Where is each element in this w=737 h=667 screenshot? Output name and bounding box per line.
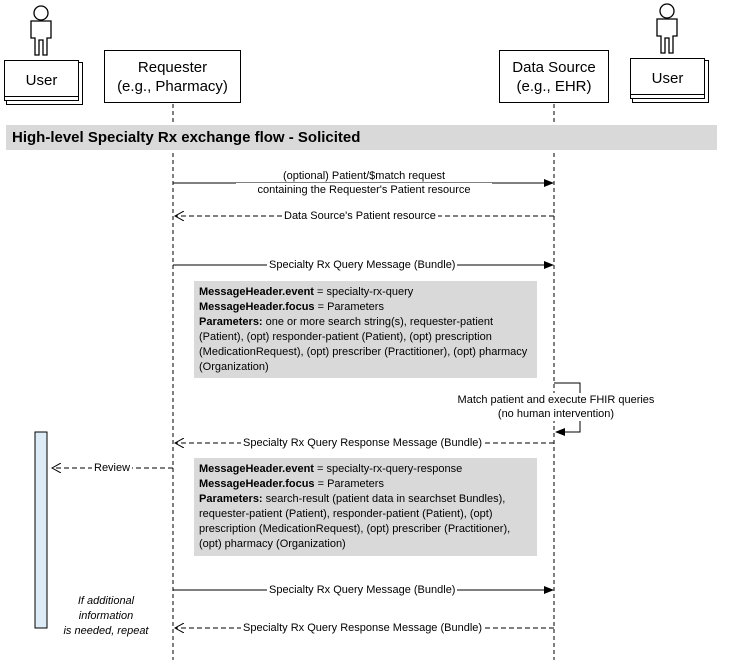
match-request-line1: (optional) Patient/$match request: [282, 170, 446, 182]
repeat-note: If additional information is needed, rep…: [56, 594, 156, 639]
patient-resource-label: Data Source's Patient resource: [282, 209, 438, 223]
datasource-box: Data Source (e.g., EHR): [499, 50, 609, 103]
review-label: Review: [92, 461, 133, 475]
datasource-label: Data Source: [512, 58, 596, 76]
self-call-line1: Match patient and execute FHIR queries: [457, 394, 655, 406]
note2-focus-key: MessageHeader.focus: [199, 478, 315, 490]
note1-params-val: one or more search string(s), requester-…: [199, 316, 528, 373]
note1-event-key: MessageHeader.event: [199, 286, 314, 298]
note1-params-key: Parameters:: [199, 316, 263, 328]
user-right-figure: [656, 3, 678, 54]
user-right-box: User: [630, 58, 705, 99]
user-left-figure: [30, 5, 52, 56]
user-activation-bar: [34, 431, 48, 629]
requester-example: (e.g., Pharmacy): [117, 77, 228, 95]
repeat-note-line2: information: [78, 610, 134, 622]
flow-banner: High-level Specialty Rx exchange flow - …: [6, 125, 717, 150]
self-call-label: Match patient and execute FHIR queries (…: [448, 393, 664, 421]
requester-label: Requester: [137, 58, 208, 76]
query2-label: Specialty Rx Query Message (Bundle): [267, 583, 458, 597]
datasource-example: (e.g., EHR): [516, 77, 592, 95]
user-right-label: User: [651, 70, 684, 87]
query1-label: Specialty Rx Query Message (Bundle): [267, 258, 458, 272]
note2-focus-val: = Parameters: [314, 478, 384, 490]
requester-box: Requester (e.g., Pharmacy): [104, 50, 241, 103]
self-call-line2: (no human intervention): [497, 408, 615, 420]
note2-event-key: MessageHeader.event: [199, 463, 314, 475]
note2-event-val: = specialty-rx-query-response: [313, 463, 463, 475]
repeat-note-line3: is needed, repeat: [63, 625, 149, 637]
response2-label: Specialty Rx Query Response Message (Bun…: [241, 621, 485, 635]
note2-params-key: Parameters:: [199, 493, 263, 505]
match-request-line2: containing the Requester's Patient resou…: [236, 183, 492, 197]
response-note: MessageHeader.event = specialty-rx-query…: [194, 458, 537, 556]
response1-label: Specialty Rx Query Response Message (Bun…: [241, 436, 485, 450]
match-request-label: (optional) Patient/$match request contai…: [236, 169, 492, 197]
user-left-label: User: [25, 72, 58, 89]
note1-focus-val: = Parameters: [314, 301, 384, 313]
note1-focus-key: MessageHeader.focus: [199, 301, 315, 313]
user-left-box: User: [4, 60, 79, 101]
repeat-note-line1: If additional: [77, 595, 135, 607]
query-note: MessageHeader.event = specialty-rx-query…: [194, 281, 537, 378]
note2-params-val: search-result (patient data in searchset…: [199, 493, 511, 550]
note1-event-val: = specialty-rx-query: [313, 286, 414, 298]
